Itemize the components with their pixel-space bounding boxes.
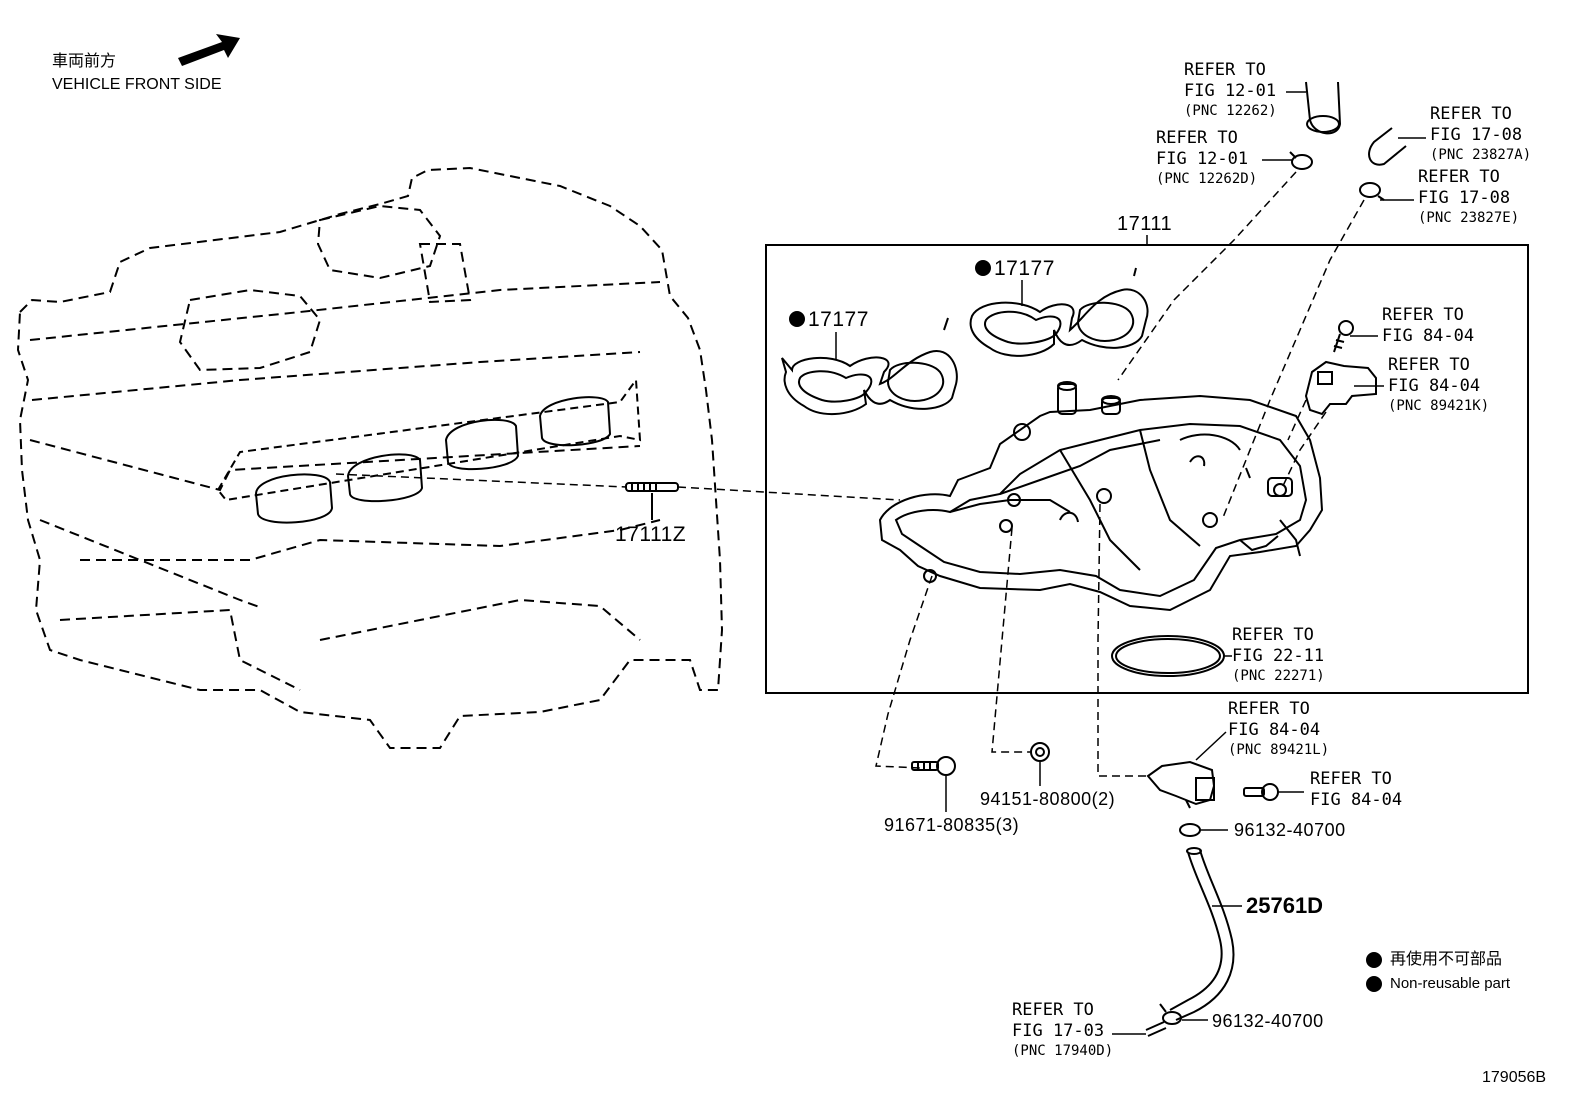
part-94151: 94151-80800(2)	[980, 789, 1116, 809]
non-reusable-bullet-right	[975, 260, 991, 276]
clip-96132-lower	[1159, 1003, 1182, 1025]
part-91671: 91671-80835(3)	[884, 815, 1020, 835]
stud-to-manifold	[677, 486, 901, 501]
vehicle-front-arrow	[178, 34, 240, 66]
sensor-lower-leader	[1195, 731, 1227, 761]
legend-jp: 再使用不可部品	[1390, 951, 1503, 968]
hose-clip-upper-right	[1359, 182, 1385, 201]
hose-clip-upper-left	[1289, 151, 1313, 170]
sensor-right-upper	[1304, 360, 1377, 416]
sensor-lower	[1146, 760, 1216, 809]
intake-manifold	[878, 381, 1324, 612]
figure-id: 179056B	[1482, 1069, 1547, 1086]
hose-upper-right	[1368, 127, 1407, 166]
part-17111Z: 17111Z	[615, 523, 687, 546]
bolt-91671	[911, 756, 956, 776]
gasket-left	[781, 317, 958, 416]
stud-leader	[335, 473, 627, 488]
legend-bullet-jp	[1366, 952, 1382, 968]
bolt-sensor-lower	[1243, 783, 1279, 801]
nut-94151	[1030, 742, 1050, 762]
gasket-right	[969, 267, 1149, 357]
part-96132-upper: 96132-40700	[1234, 820, 1346, 840]
pipe-stub-lower	[1145, 1021, 1167, 1037]
part-17177-right: 17177	[994, 257, 1055, 280]
callout-leaders	[1262, 91, 1426, 387]
legend-bullet-en	[1366, 976, 1382, 992]
o-ring	[1111, 635, 1225, 677]
vehicle-front-jp: 車両前方	[52, 53, 117, 70]
legend-en: Non-reusable part	[1390, 975, 1511, 992]
clip-96132-upper	[1179, 823, 1201, 837]
vehicle-front-en: VEHICLE FRONT SIDE	[52, 76, 222, 93]
non-reusable-bullet-left	[789, 311, 805, 327]
hose-upper-left	[1305, 81, 1342, 135]
engine-block	[16, 166, 724, 749]
bolt-right-upper	[1333, 320, 1354, 353]
part-96132-lower: 96132-40700	[1212, 1011, 1324, 1031]
part-25761D: 25761D	[1246, 893, 1324, 918]
part-17177-left: 17177	[808, 308, 869, 331]
hose-25761D	[1169, 847, 1235, 1021]
dashed-leaders	[875, 171, 1365, 777]
engine-ports	[216, 377, 642, 524]
part-17111: 17111	[1117, 213, 1173, 235]
stud-17111Z	[625, 482, 679, 520]
